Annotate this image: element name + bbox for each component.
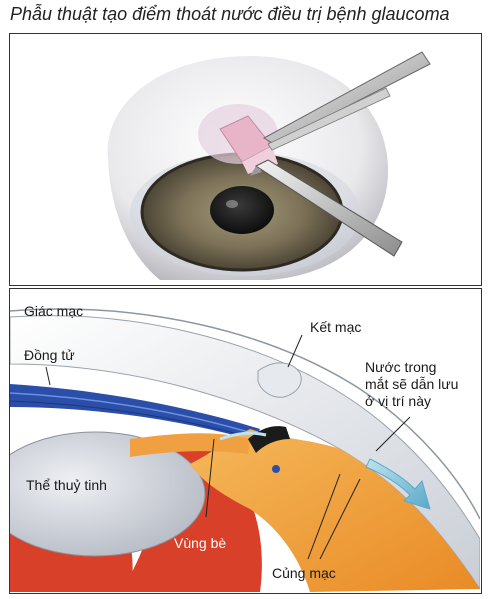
label-the-thuy-tinh: Thể thuỷ tinh (26, 477, 107, 493)
label-dong-tu: Đồng tử (24, 347, 75, 363)
label-vung-be: Vùng bè (174, 535, 227, 551)
lens (10, 431, 206, 557)
flow-arrow (365, 458, 431, 510)
eye-surgery-illustration (107, 51, 431, 280)
label-giac-mac: Giác mạc (24, 303, 84, 319)
eye-surgery-illustration-panel (9, 33, 482, 286)
iris-band (10, 384, 260, 441)
label-ket-mac: Kết mạc (310, 319, 362, 335)
conjunctiva-bleb (257, 362, 302, 398)
trabecular-meshwork (219, 426, 290, 473)
cornea-layer (10, 308, 480, 590)
surgical-knife (250, 159, 403, 257)
label-cung-mac: Củng mạc (272, 565, 336, 581)
eye-cross-section-panel: Giác mạc Kết mạc Đồng tử Nước trong mắt … (9, 288, 482, 594)
eye-cross-section (10, 289, 480, 592)
label-nuoc-trong: Nước trong mắt sẽ dẫn lưu ở vị trí này (365, 359, 459, 409)
pupil (210, 186, 274, 234)
surgical-forceps (262, 51, 431, 151)
sclera (130, 429, 480, 592)
figure-title: Phẫu thuật tạo điểm thoát nước điều trị … (10, 4, 450, 24)
leader-lines (45, 334, 411, 560)
